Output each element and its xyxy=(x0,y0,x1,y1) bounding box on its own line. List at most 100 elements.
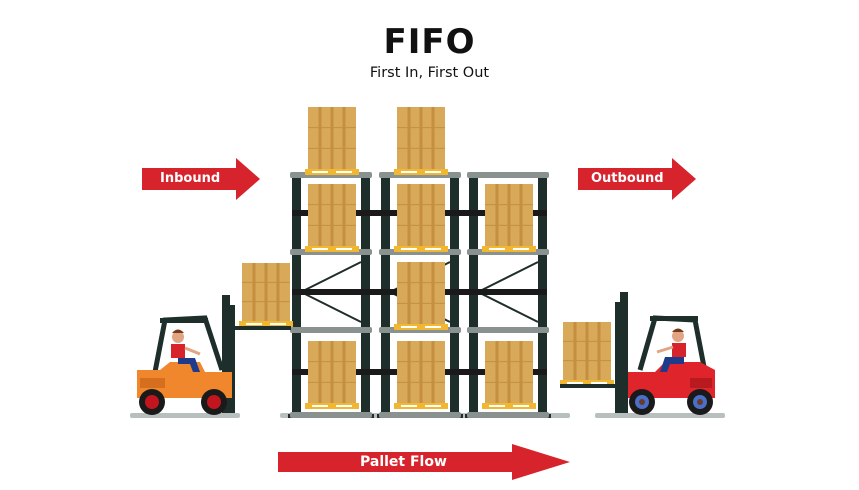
pallet-gap xyxy=(567,382,583,384)
box-seam xyxy=(342,184,346,246)
pallet-gap xyxy=(489,248,505,250)
pallet-load xyxy=(482,341,536,409)
rack-beam xyxy=(467,412,549,418)
box-seam xyxy=(519,341,523,403)
forklift-left xyxy=(137,295,291,415)
box-seam xyxy=(495,184,499,246)
box-seam xyxy=(419,262,423,324)
box-seam xyxy=(330,184,334,246)
pallet-flow-arrow xyxy=(278,444,570,480)
forklift-right xyxy=(560,292,715,415)
rack-beam xyxy=(290,412,372,418)
box-seam xyxy=(419,184,423,246)
pallet-base xyxy=(482,246,536,252)
rack-beam xyxy=(467,172,549,178)
pallet-gap xyxy=(425,326,441,328)
pallet-load xyxy=(305,341,359,409)
pallet-load xyxy=(394,107,448,175)
box-seam xyxy=(342,341,346,403)
box-seam xyxy=(318,184,322,246)
pallet-gap xyxy=(489,405,505,407)
pallet-gap xyxy=(513,405,529,407)
pallet-gap xyxy=(312,171,328,173)
box-seam xyxy=(519,184,523,246)
pallet-gap xyxy=(336,248,352,250)
pallet-gap xyxy=(591,382,607,384)
box-seam xyxy=(419,341,423,403)
pallet-base xyxy=(394,246,448,252)
pallet-gap xyxy=(246,323,262,325)
box-seam xyxy=(431,341,435,403)
diagram-subtitle: First In, First Out xyxy=(369,65,490,81)
pallet-gap xyxy=(270,323,286,325)
pallet-base xyxy=(560,380,614,386)
pallet-base xyxy=(305,169,359,175)
pallet-gap xyxy=(401,405,417,407)
pallet-load xyxy=(560,322,614,386)
diagram-title: FIFO xyxy=(383,22,476,62)
box-seam xyxy=(407,262,411,324)
rack-brace xyxy=(300,291,362,323)
pallet-gap xyxy=(425,405,441,407)
inbound-label: Inbound xyxy=(160,171,221,186)
pallet-load xyxy=(394,262,448,330)
rack-beam xyxy=(379,412,461,418)
rack-brace xyxy=(300,261,362,293)
pallet-load xyxy=(394,184,448,252)
pallet-gap xyxy=(336,171,352,173)
box-seam xyxy=(330,107,334,169)
pallet-load xyxy=(482,184,536,252)
pallet-load xyxy=(305,184,359,252)
pallet-loads xyxy=(239,107,614,409)
box-seam xyxy=(407,341,411,403)
pallet-load xyxy=(239,263,293,327)
box-seam xyxy=(419,107,423,169)
rack-upright xyxy=(469,175,478,417)
pallet-gap xyxy=(425,171,441,173)
pallet-base xyxy=(394,403,448,409)
box-seam xyxy=(318,107,322,169)
box-seam xyxy=(431,184,435,246)
pallet-load xyxy=(394,341,448,409)
rack-upright xyxy=(361,175,370,417)
rack-brace xyxy=(477,291,539,323)
pallet-gap xyxy=(401,326,417,328)
box-seam xyxy=(597,322,601,380)
box-seam xyxy=(330,341,334,403)
box-seam xyxy=(264,263,268,321)
pallet-base xyxy=(305,246,359,252)
pallet-flow-label: Pallet Flow xyxy=(360,454,447,470)
box-seam xyxy=(431,262,435,324)
box-seam xyxy=(407,107,411,169)
box-seam xyxy=(318,341,322,403)
pallet-base xyxy=(305,403,359,409)
rack-beam xyxy=(467,327,549,333)
pallet-gap xyxy=(312,405,328,407)
rack-brace xyxy=(477,261,539,293)
box-seam xyxy=(507,184,511,246)
pallet-load xyxy=(305,107,359,175)
pallet-gap xyxy=(401,248,417,250)
rack-upright xyxy=(450,175,459,417)
pallet-base xyxy=(482,403,536,409)
box-seam xyxy=(407,184,411,246)
rack-beam xyxy=(290,327,372,333)
box-seam xyxy=(573,322,577,380)
pallet-gap xyxy=(312,248,328,250)
pallet-gap xyxy=(513,248,529,250)
box-seam xyxy=(495,341,499,403)
box-seam xyxy=(507,341,511,403)
pallet-base xyxy=(394,324,448,330)
outbound-label: Outbound xyxy=(591,171,664,186)
box-seam xyxy=(342,107,346,169)
box-seam xyxy=(431,107,435,169)
inbound-arrow xyxy=(142,158,260,200)
box-seam xyxy=(252,263,256,321)
pallet-base xyxy=(394,169,448,175)
pallet-base xyxy=(239,321,293,327)
rack-upright xyxy=(538,175,547,417)
box-seam xyxy=(276,263,280,321)
pallet-gap xyxy=(336,405,352,407)
rack-upright xyxy=(292,175,301,417)
